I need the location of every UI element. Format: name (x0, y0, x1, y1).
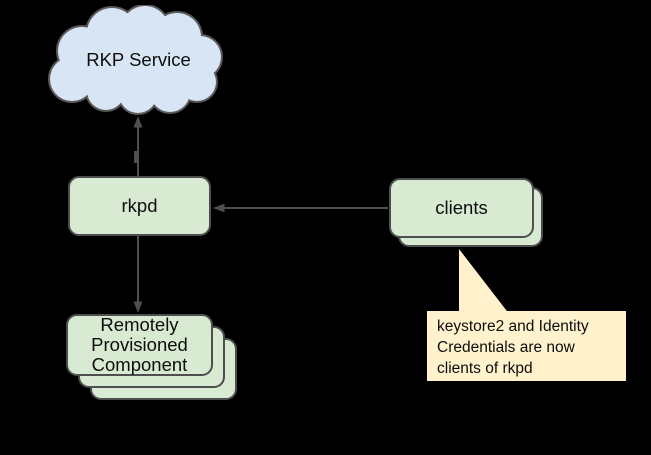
node-clients-label: clients (435, 197, 488, 218)
node-rpc-label: Remotely Provisioned Component (91, 315, 188, 375)
callout-note: keystore2 and Identity Credentials are n… (427, 311, 626, 381)
node-rkpd: rkpd (68, 176, 211, 236)
cloud-shape (48, 5, 223, 115)
arrowhead-left-icon (213, 203, 225, 213)
callout-line1: keystore2 and Identity (437, 318, 589, 335)
node-rpc-label-line3: Component (91, 354, 188, 375)
node-rpc-label-line1: Remotely (100, 314, 179, 335)
node-rkpd-label: rkpd (121, 195, 158, 216)
node-rpc-label-line2: Provisioned (91, 334, 188, 355)
node-rkp-service: RKP Service (45, 8, 232, 112)
node-rkp-service-label: RKP Service (86, 49, 191, 70)
node-clients: clients (389, 178, 534, 238)
arrowhead-down-icon (133, 301, 143, 313)
callout-line3: clients of rkpd (437, 360, 533, 377)
callout-tail (459, 249, 510, 315)
node-remotely-provisioned-component: Remotely Provisioned Component (66, 314, 213, 376)
arrowhead-up-icon (133, 116, 143, 128)
callout-line2: Credentials are now (437, 339, 575, 356)
